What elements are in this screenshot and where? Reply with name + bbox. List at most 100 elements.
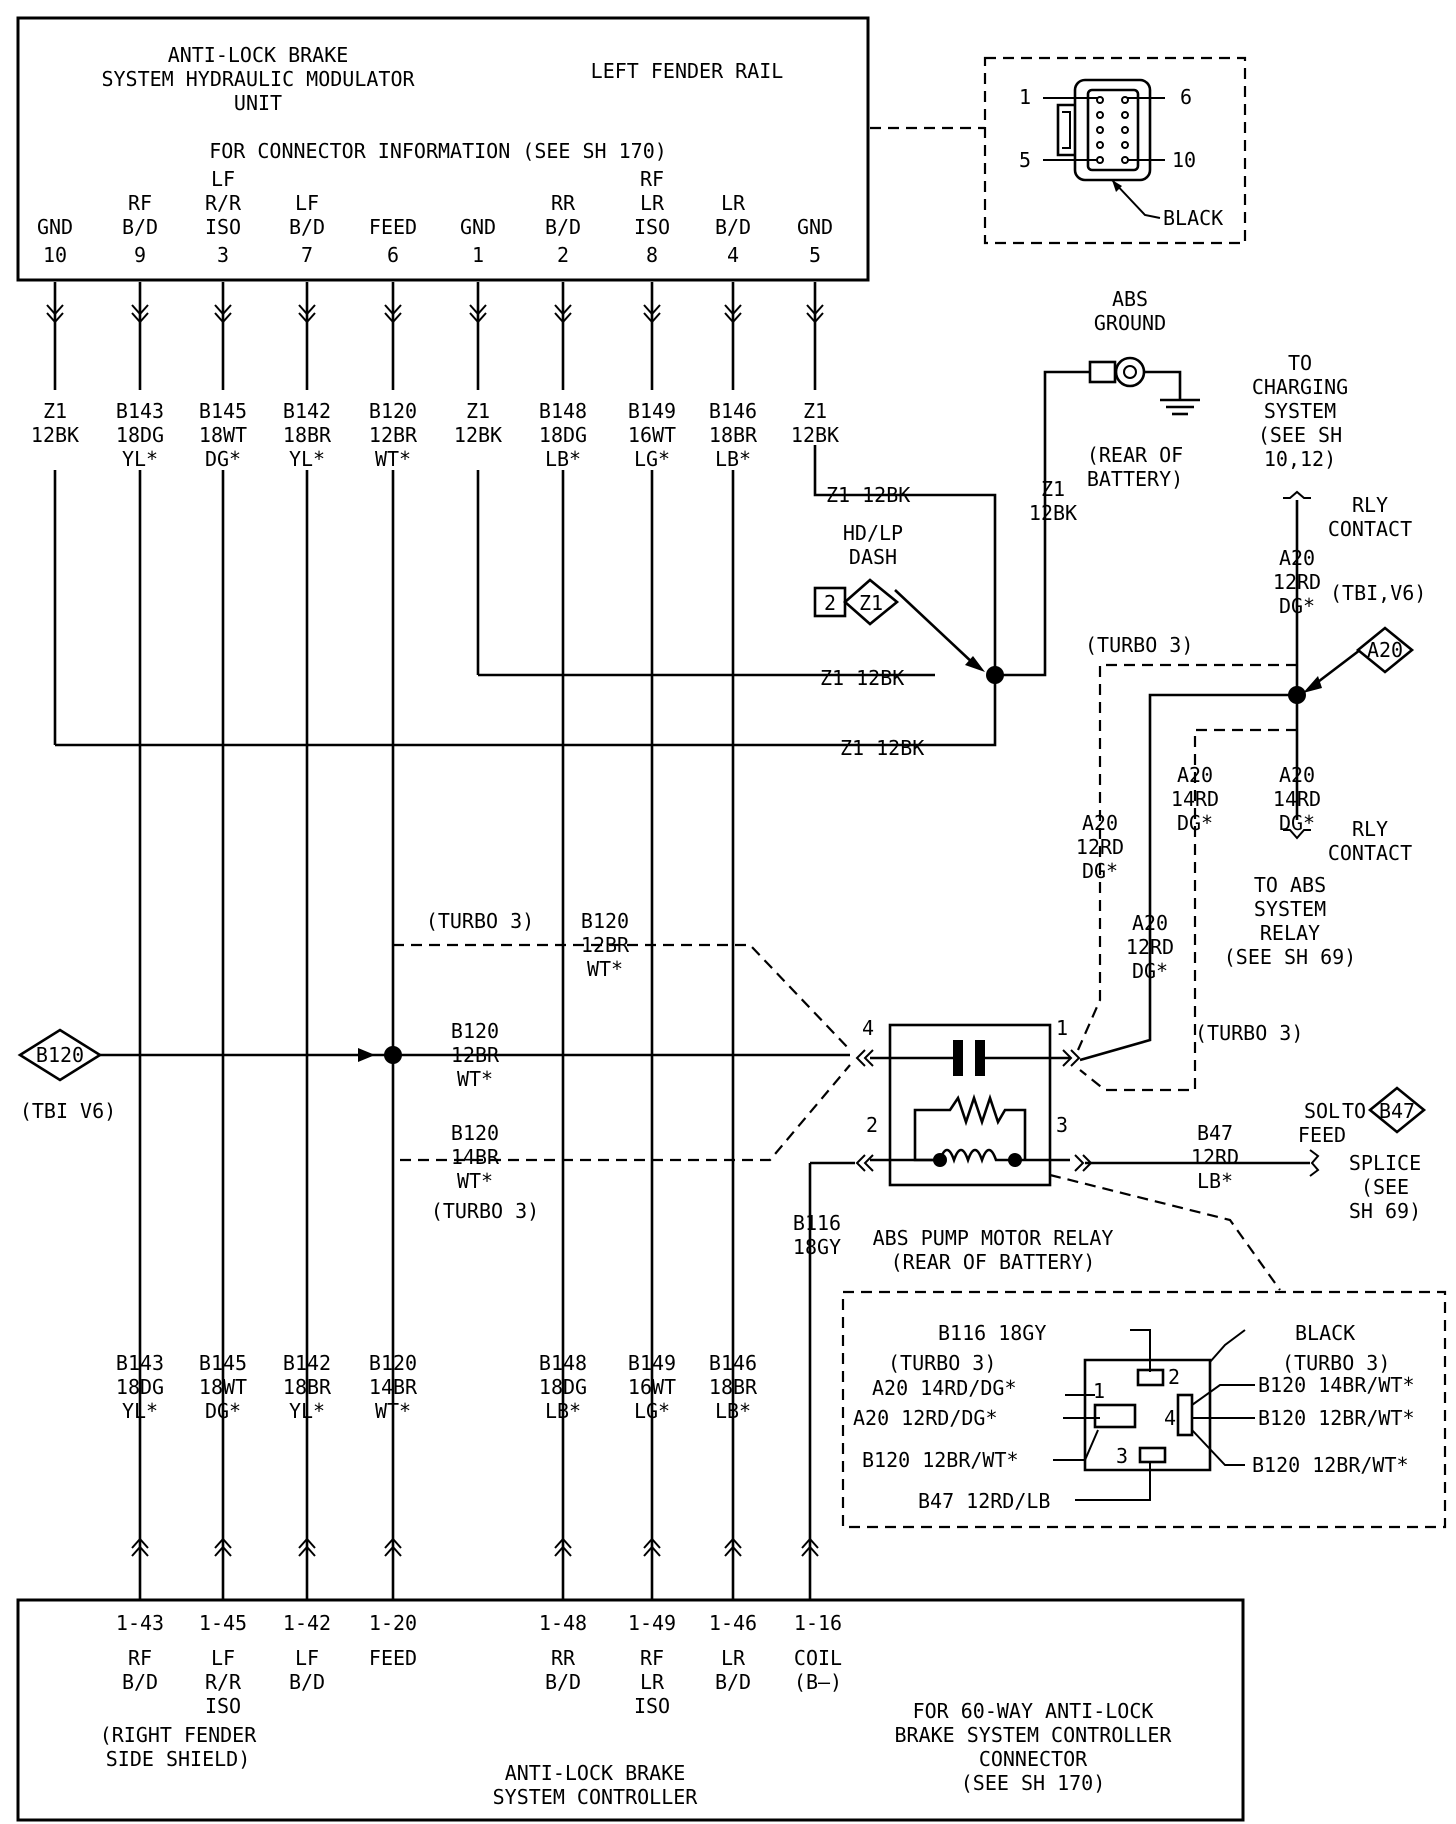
modulator-pin-number: 10 [43, 243, 67, 267]
rly-contact-bottom: CONTACT [1328, 841, 1412, 865]
controller-pin-number: 1-16 [794, 1611, 842, 1635]
to-abs-1: TO ABS [1254, 873, 1326, 897]
upper-connector-chevron [469, 304, 487, 324]
controller-pin-line1: RF [128, 1646, 152, 1670]
z1-ground-wire-2 [55, 675, 997, 747]
relay-internals [870, 1040, 1070, 1167]
connector-color: BLACK [1163, 206, 1223, 230]
modulator-pin-number: 1 [472, 243, 484, 267]
lower-wire-circuit: B142 [283, 1351, 331, 1375]
a20-splice-name: A20 [1367, 638, 1403, 662]
controller-pin-number: 1-20 [369, 1611, 417, 1635]
detail-pin-1: 1 [1093, 1379, 1105, 1403]
connector-view-box [983, 56, 1247, 245]
charging-contact: CONTACT [1328, 517, 1412, 541]
controller-pin-line1: RF [640, 1646, 664, 1670]
upper-wire-circuit: B145 [199, 399, 247, 423]
feed-b120-mid: B120 [451, 1019, 499, 1043]
relay-detail-connector [1053, 1329, 1255, 1501]
feed-g14-low: 14BR [451, 1145, 500, 1169]
to-abs-2: SYSTEM [1254, 897, 1326, 921]
lower-wire-color: YL* [122, 1399, 158, 1423]
feed-wt-mid: WT* [457, 1067, 493, 1091]
a20-12-label-mid: A20 [1132, 911, 1168, 935]
lower-wire-gauge: 18DG [539, 1375, 587, 1399]
b120-splice-name: B120 [36, 1043, 84, 1067]
lower-wire-gauge: 18BR [709, 1375, 758, 1399]
controller-pin-line1: LR [721, 1646, 746, 1670]
a20-color-top: DG* [1279, 594, 1315, 618]
modulator-pin-name: ISO [205, 215, 241, 239]
a20-gauge-top: 12RD [1273, 570, 1321, 594]
controller-pin-line2: (B—) [794, 1670, 842, 1694]
b47-gauge: 12RD [1191, 1145, 1239, 1169]
modulator-pin-name: B/D [715, 215, 751, 239]
modulator-pin-number: 7 [301, 243, 313, 267]
detail-b120-12-right: B120 12BR/WT* [1258, 1406, 1415, 1430]
controller-location-1: (RIGHT FENDER [100, 1723, 257, 1747]
detail-a20-14: A20 14RD/DG* [872, 1376, 1017, 1400]
modulator-pin-name: ISO [634, 215, 670, 239]
lower-wire-gauge: 18WT [199, 1375, 247, 1399]
hdlp-splice-name: Z1 [859, 591, 883, 615]
b120-turbo-wire-1 [393, 943, 851, 1051]
controller-pin-line1: RR [551, 1646, 576, 1670]
relay-detail-leader [1049, 1173, 1281, 1291]
upper-wire-circuit: Z1 [43, 399, 67, 423]
detail-pin-3: 3 [1116, 1444, 1128, 1468]
lower-wire-group: B14318DGYL*B14518WTDG*B14218BRYL*B12014B… [116, 1351, 819, 1600]
a20-turbo-note: (TURBO 3) [1085, 633, 1193, 657]
modulator-connector-info: FOR CONNECTOR INFORMATION (SEE SH 170) [209, 139, 667, 163]
controller-pin-line1: LF [211, 1646, 235, 1670]
modulator-pin-number: 3 [217, 243, 229, 267]
lower-wire-circuit: B148 [539, 1351, 587, 1375]
lower-wire-circuit: B145 [199, 1351, 247, 1375]
modulator-pin-number: 8 [646, 243, 658, 267]
upper-wire-gauge: 18WT [199, 423, 247, 447]
feed-wt-top: WT* [587, 957, 623, 981]
b116-gauge: 18GY [793, 1235, 841, 1259]
b47-color: LB* [1197, 1169, 1233, 1193]
controller-pin-line3: ISO [205, 1694, 241, 1718]
modulator-pin-line1: RF [640, 167, 664, 191]
a20-12-gauge-mid: 12RD [1126, 935, 1174, 959]
detail-pin-4: 4 [1164, 1406, 1176, 1430]
feed-b120-low: B120 [451, 1121, 499, 1145]
upper-wire-gauge: 18DG [539, 423, 587, 447]
a20-label-top: A20 [1279, 546, 1315, 570]
upper-wire-color: YL* [289, 447, 325, 471]
hdlp-splice-diamond [843, 578, 900, 626]
detail-b47: B47 12RD/LB [918, 1489, 1050, 1513]
b47-circuit: B47 [1197, 1121, 1233, 1145]
controller-title-1: ANTI-LOCK BRAKE [505, 1761, 686, 1785]
to-abs-3: RELAY [1260, 921, 1320, 945]
ground-title-2: GROUND [1094, 311, 1166, 335]
lower-wire-circuit: B149 [628, 1351, 676, 1375]
a20-14-gauge: 14RD [1171, 787, 1219, 811]
a20-tbi-note: (TBI,V6) [1330, 581, 1426, 605]
upper-wire-color: LB* [715, 447, 751, 471]
b47-to: TO [1342, 1099, 1366, 1123]
connector-pin-5: 5 [1019, 148, 1031, 172]
controller-pin-labels: 1-43RFB/D1-45LFR/RISO1-42LFB/D1-20FEED1-… [116, 1611, 842, 1718]
a20-14-color-right: DG* [1279, 811, 1315, 835]
upper-wire-gauge: 18BR [283, 423, 332, 447]
modulator-pin-line2: RF [128, 191, 152, 215]
a20-14-label-right: A20 [1279, 763, 1315, 787]
detail-b120-14-right: B120 14BR/WT* [1258, 1373, 1415, 1397]
lower-wire-circuit: B146 [709, 1351, 757, 1375]
lower-wire-color: LG* [634, 1399, 670, 1423]
lower-wire-color: YL* [289, 1399, 325, 1423]
controller-pin-number: 1-45 [199, 1611, 247, 1635]
controller-pin-line1: COIL [794, 1646, 842, 1670]
a20-14-label: A20 [1177, 763, 1213, 787]
controller-pin-line2: B/D [289, 1670, 325, 1694]
hdlp-splice-num: 2 [824, 591, 836, 615]
b120-tbi-note: (TBI V6) [20, 1099, 116, 1123]
connector-face [1043, 78, 1165, 219]
relay-turbo-note: (TURBO 3) [1195, 1021, 1303, 1045]
modulator-pin-name: B/D [545, 215, 581, 239]
upper-wire-color: DG* [205, 447, 241, 471]
charging-l3: (SEE SH [1258, 423, 1342, 447]
